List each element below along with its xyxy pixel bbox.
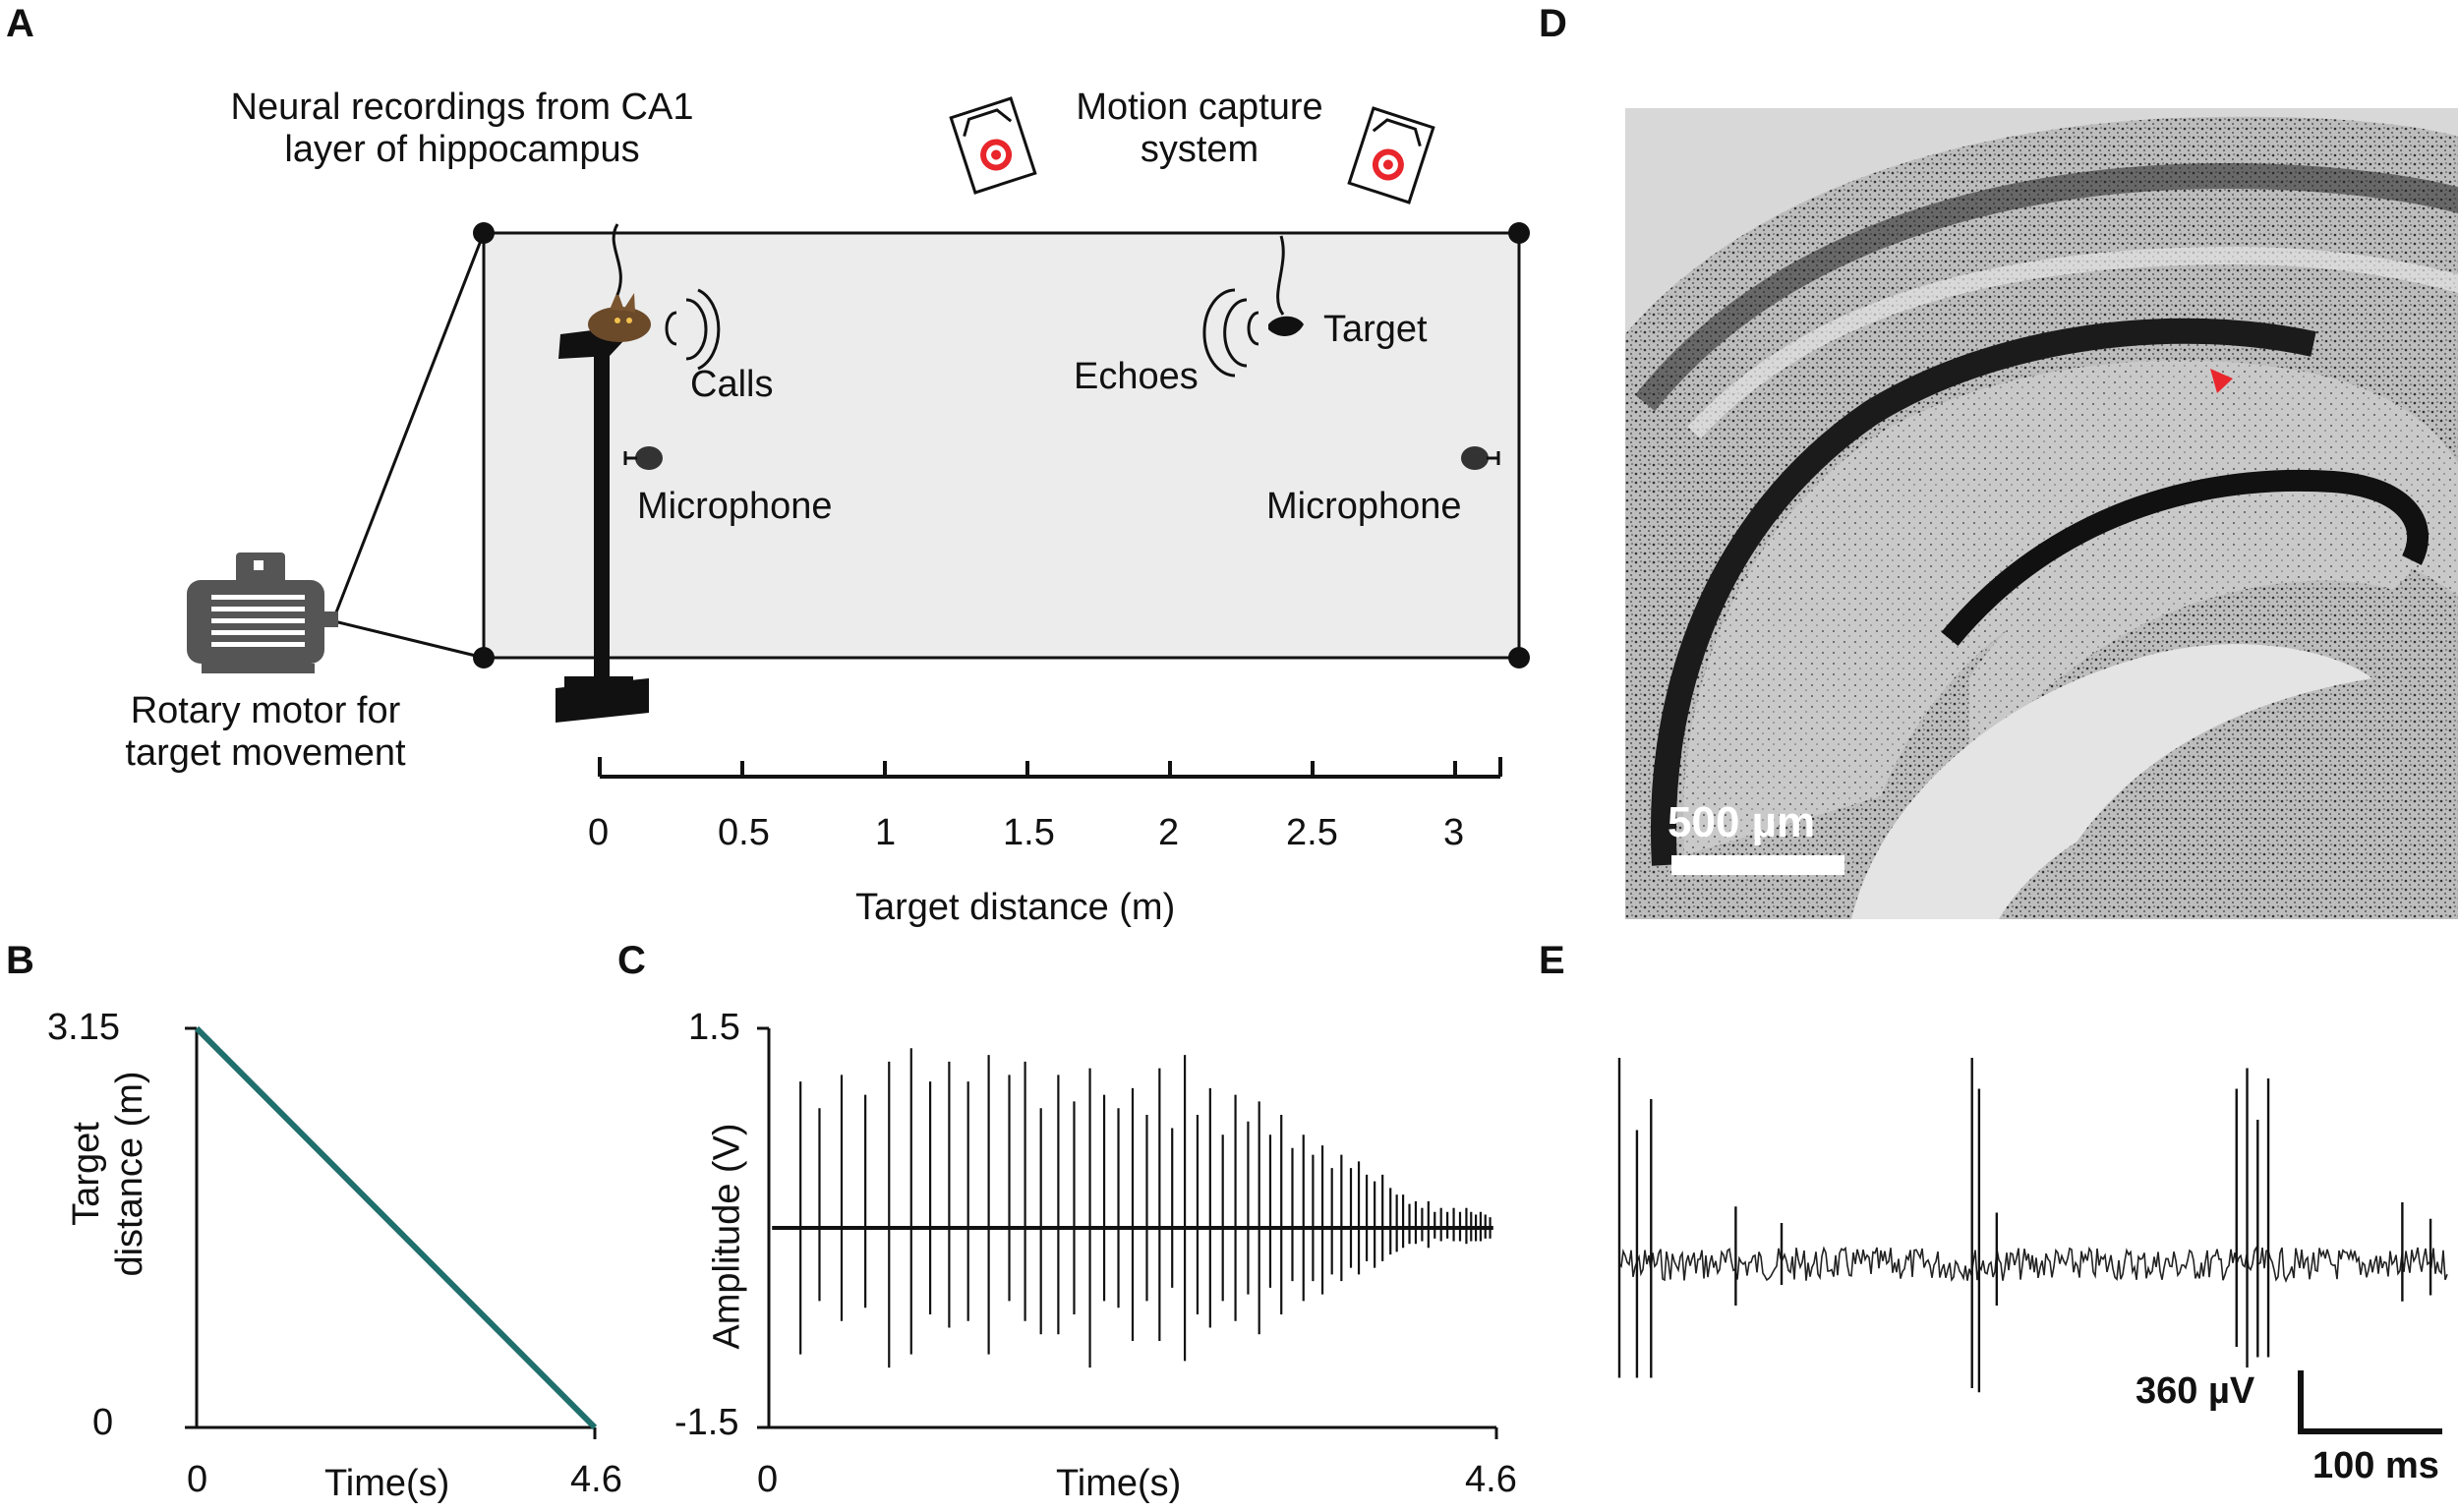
e-voltage-scale-label: 360 µV <box>2136 1370 2255 1412</box>
calls-sound-waves-icon <box>665 288 721 371</box>
distance-tick-label: 1 <box>875 812 897 853</box>
panel-letter-c: C <box>617 939 646 982</box>
neural-recording-label: Neural recordings from CA1 layer of hipp… <box>167 87 757 171</box>
c-xlabel: Time(s) <box>1056 1463 1182 1504</box>
rotary-motor-icon <box>187 552 338 673</box>
red-arrowhead-marker <box>2210 369 2233 393</box>
hippocampus-histology-image <box>1625 108 2458 919</box>
distance-tick-label: 0.5 <box>718 812 770 853</box>
microphone-left-icon <box>623 446 663 470</box>
b-ytick-bottom: 0 <box>92 1402 114 1443</box>
echoes-label: Echoes <box>1074 356 1199 397</box>
arena-rectangle <box>482 231 1521 660</box>
motion-label-line1: Motion capture <box>1076 87 1323 128</box>
bat-icon <box>588 291 651 342</box>
b-xtick-right: 4.6 <box>570 1459 622 1500</box>
calls-label: Calls <box>690 364 774 405</box>
arena-corner-tr <box>1508 222 1530 244</box>
c-ytick-bottom: -1.5 <box>674 1402 739 1443</box>
c-ytick-top: 1.5 <box>688 1007 740 1048</box>
motion-capture-label: Motion capture system <box>1003 87 1396 171</box>
motor-label-line1: Rotary motor for <box>130 690 401 731</box>
echoes-sound-waves-icon <box>1202 288 1259 378</box>
microphone-left-label: Microphone <box>637 486 833 527</box>
rotary-motor-label: Rotary motor for target movement <box>98 690 433 775</box>
b-xlabel: Time(s) <box>324 1463 450 1504</box>
c-xtick-left: 0 <box>757 1459 779 1500</box>
b-ytick-top: 3.15 <box>47 1007 120 1048</box>
distance-tick-label: 0 <box>588 812 610 853</box>
histology-drawing <box>1625 108 2458 919</box>
b-series-line <box>194 1025 598 1430</box>
histology-scale-label: 500 µm <box>1668 798 1816 846</box>
motion-camera-right-icon <box>1347 106 1435 204</box>
histology-scale-bar <box>1671 855 1844 875</box>
distance-axis-label: Target distance (m) <box>855 887 1176 928</box>
e-time-scale-label: 100 ms <box>2312 1445 2439 1486</box>
c-xtick-right: 4.6 <box>1465 1459 1517 1500</box>
motor-line-top <box>332 232 486 618</box>
distance-tick-label: 2 <box>1158 812 1180 853</box>
distance-tick-label: 2.5 <box>1286 812 1338 853</box>
target-label: Target <box>1323 309 1428 350</box>
neural-label-line2: layer of hippocampus <box>284 129 640 170</box>
panel-letter-a: A <box>6 2 34 45</box>
microphone-right-icon <box>1461 446 1500 470</box>
motor-line-bottom <box>333 619 485 660</box>
panel-letter-d: D <box>1539 2 1567 45</box>
panel-letter-e: E <box>1539 939 1565 982</box>
panel-letter-b: B <box>6 939 34 982</box>
b-xtick-left: 0 <box>187 1459 208 1500</box>
microphone-right-label: Microphone <box>1266 486 1462 527</box>
distance-tick-label: 3 <box>1443 812 1465 853</box>
motor-label-line2: target movement <box>125 732 406 774</box>
e-scale-bar <box>2298 1370 2442 1434</box>
motion-label-line2: system <box>1140 129 1259 170</box>
arena-corner-br <box>1508 647 1530 669</box>
distance-tick-label: 1.5 <box>1003 812 1055 853</box>
neural-label-line1: Neural recordings from CA1 <box>230 87 694 128</box>
distance-axis <box>598 757 1502 779</box>
recording-cable <box>612 223 622 296</box>
motion-camera-left-icon <box>949 96 1037 195</box>
e-noise-trace <box>1618 1245 2448 1283</box>
bat-pedestal <box>556 324 649 723</box>
target-icon <box>1268 235 1304 336</box>
